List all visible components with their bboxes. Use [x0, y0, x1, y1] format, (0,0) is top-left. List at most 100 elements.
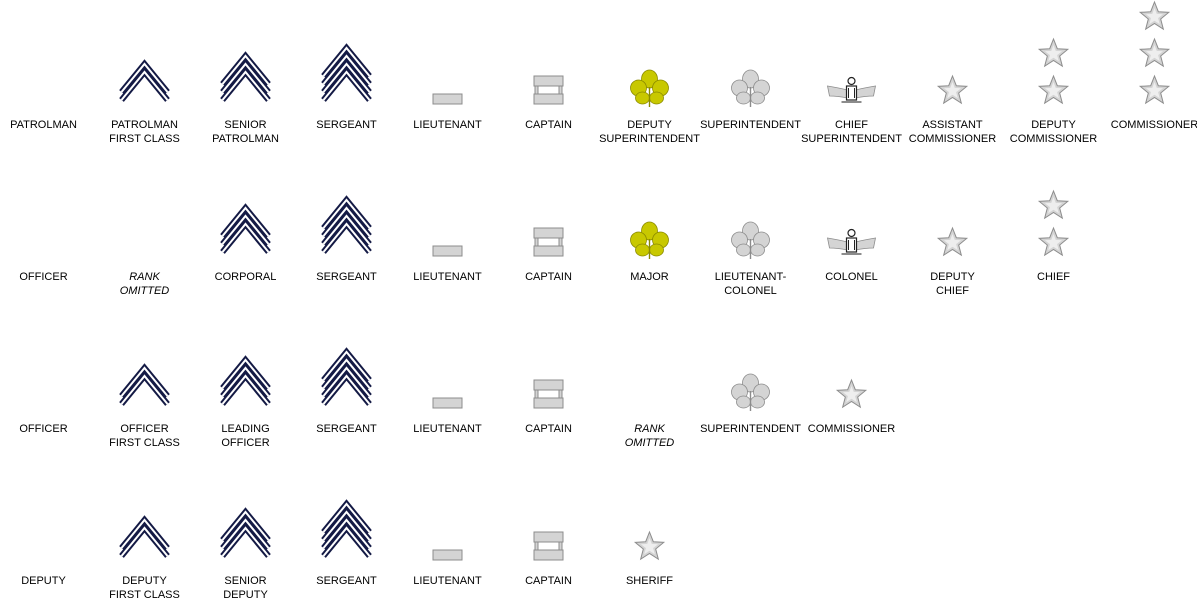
rank-label: PATROLMAN — [0, 118, 94, 132]
rank-label: COLONEL — [801, 270, 902, 284]
single-bar-icon — [397, 140, 498, 270]
rank-label-line: DEPUTY — [21, 575, 66, 587]
rank-label: COMMISSIONER — [1104, 118, 1197, 132]
star-3-icon — [1104, 0, 1197, 118]
silver-leaf-icon — [700, 0, 801, 118]
rank-label: SHERIFF — [599, 574, 700, 588]
eagle-icon — [801, 0, 902, 118]
rank-label-line: FIRST CLASS — [109, 589, 180, 601]
rank-label-line: SERGEANT — [316, 423, 377, 435]
silver-leaf-icon — [700, 140, 801, 270]
rank-label: SERGEANT — [296, 422, 397, 436]
rank-label: OFFICER FIRST CLASS — [94, 422, 195, 450]
single-bar-icon — [397, 0, 498, 118]
star-1-icon — [801, 292, 902, 422]
rank-label: DEPUTY — [0, 574, 94, 588]
rank-label: LEADING OFFICER — [195, 422, 296, 450]
rank-label: LIEUTENANT — [397, 118, 498, 132]
rank-label: OFFICER — [0, 270, 94, 284]
rank-label-line: COMMISSIONER — [1009, 133, 1098, 145]
silver-leaf-icon — [700, 292, 801, 422]
rank-label-line: COLONEL — [825, 271, 878, 283]
rank-label-line: CAPTAIN — [525, 119, 572, 131]
double-bar-icon — [498, 444, 599, 574]
gold-leaf-icon — [599, 140, 700, 270]
rank-label: SENIOR DEPUTY — [195, 574, 296, 602]
rank-label-line: COMMISSIONER — [908, 133, 997, 145]
rank-label-line: MAJOR — [630, 271, 669, 283]
rank-label-line: PATROLMAN — [10, 119, 77, 131]
rank-label: CAPTAIN — [498, 270, 599, 284]
rank-label: CAPTAIN — [498, 574, 599, 588]
rank-label: SERGEANT — [296, 270, 397, 284]
rank-label-line: SUPERINTENDENT — [700, 119, 801, 131]
chevron-3-icon — [195, 0, 296, 118]
rank-label: CAPTAIN — [498, 422, 599, 436]
rank-label-line: SUPERINTENDENT — [700, 423, 801, 435]
rank-label-line: LEADING — [221, 423, 270, 435]
rank-label: SERGEANT — [296, 118, 397, 132]
gold-leaf-icon — [599, 0, 700, 118]
chevron-2-icon — [94, 444, 195, 574]
rank-label-line: RANK — [129, 271, 160, 283]
rank-label-line: PATROLMAN — [111, 119, 178, 131]
star-2-icon — [1003, 140, 1104, 270]
rank-label-line: COMMISSIONER — [1110, 119, 1197, 131]
rank-label-line: OMITTED — [119, 285, 170, 297]
rank-label-line: CHIEF — [1037, 271, 1070, 283]
rank-label: MAJOR — [599, 270, 700, 284]
rank-label-line: DEPUTY — [122, 575, 167, 587]
rank-label-line: OMITTED — [624, 437, 675, 449]
rank-label-line: DEPUTY — [1031, 119, 1076, 131]
chevron-2-icon — [94, 292, 195, 422]
rank-label-line: SENIOR — [224, 575, 267, 587]
rank-label-line: LIEUTENANT — [413, 271, 482, 283]
rank-label: CHIEF SUPERINTENDENT — [801, 118, 902, 146]
chevron-3-icon — [195, 140, 296, 270]
rank-label: CHIEF — [1003, 270, 1104, 284]
rank-label-line: CHIEF — [936, 285, 969, 297]
rank-label: LIEUTENANT — [397, 422, 498, 436]
rank-label-line: DEPUTY — [627, 119, 672, 131]
rank-label: PATROLMAN FIRST CLASS — [94, 118, 195, 146]
double-bar-icon — [498, 140, 599, 270]
rank-label-line: SENIOR — [224, 119, 267, 131]
rank-label-line: SUPERINTENDENT — [599, 133, 700, 145]
rank-label: LIEUTENANT — [397, 270, 498, 284]
star-1-icon — [599, 444, 700, 574]
chevron-2-icon — [94, 0, 195, 118]
single-bar-icon — [397, 444, 498, 574]
rank-label-line: SERGEANT — [316, 271, 377, 283]
rank-label-line: OFFICER — [221, 437, 270, 449]
rank-label-line: DEPUTY — [223, 589, 268, 601]
rank-label-line: LIEUTENANT — [413, 119, 482, 131]
rank-label-line: LIEUTENANT- — [714, 271, 787, 283]
star-2-icon — [1003, 0, 1104, 118]
rank-label: DEPUTY FIRST CLASS — [94, 574, 195, 602]
rank-label-line: COMMISSIONER — [807, 423, 896, 435]
rank-label-line: RANK — [634, 423, 665, 435]
rank-label: OFFICER — [0, 422, 94, 436]
rank-label-line: CORPORAL — [214, 271, 277, 283]
double-bar-icon — [498, 0, 599, 118]
rank-label-line: CHIEF — [835, 119, 868, 131]
rank-label-line: LIEUTENANT — [413, 423, 482, 435]
rank-label-line: OFFICER — [19, 423, 68, 435]
rank-label-line: ASSISTANT — [922, 119, 983, 131]
rank-label: RANK OMITTED — [599, 422, 700, 450]
rank-label-line: OFFICER — [120, 423, 169, 435]
rank-label-line: PATROLMAN — [212, 133, 279, 145]
rank-label-line: LIEUTENANT — [413, 575, 482, 587]
chevron-3-icon — [195, 292, 296, 422]
rank-label: SUPERINTENDENT — [700, 422, 801, 436]
rank-label-line: FIRST CLASS — [109, 133, 180, 145]
rank-label-line: CAPTAIN — [525, 575, 572, 587]
rank-label-line: CAPTAIN — [525, 423, 572, 435]
star-1-icon — [902, 0, 1003, 118]
rank-label: COMMISSIONER — [801, 422, 902, 436]
rank-label-line: FIRST CLASS — [109, 437, 180, 449]
rank-label: RANK OMITTED — [94, 270, 195, 298]
rank-label: LIEUTENANT — [397, 574, 498, 588]
rank-label-line: SUPERINTENDENT — [801, 133, 902, 145]
